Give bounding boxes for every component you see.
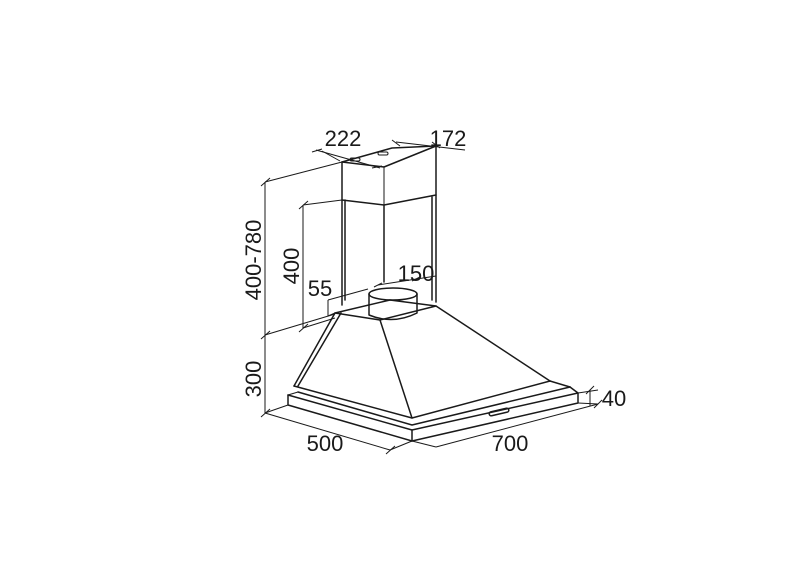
hood-canopy xyxy=(293,287,571,426)
bracket-slot-right xyxy=(377,151,389,156)
label-rim-thickness: 40 xyxy=(602,386,626,411)
label-collar-height: 55 xyxy=(308,276,332,301)
outlet-collar-top xyxy=(368,287,418,301)
label-upper-chimney-height: 400 xyxy=(279,248,304,285)
label-outlet-diameter: 150 xyxy=(398,261,435,286)
dimension-lines xyxy=(260,139,603,455)
label-hood-height: 300 xyxy=(241,361,266,398)
control-panel-icon xyxy=(488,407,510,417)
label-chimney-height-range: 400-780 xyxy=(241,220,266,301)
label-chimney-depth: 172 xyxy=(430,126,467,151)
label-chimney-width: 222 xyxy=(325,126,362,151)
label-hood-depth: 500 xyxy=(307,431,344,456)
label-hood-width: 700 xyxy=(492,431,529,456)
